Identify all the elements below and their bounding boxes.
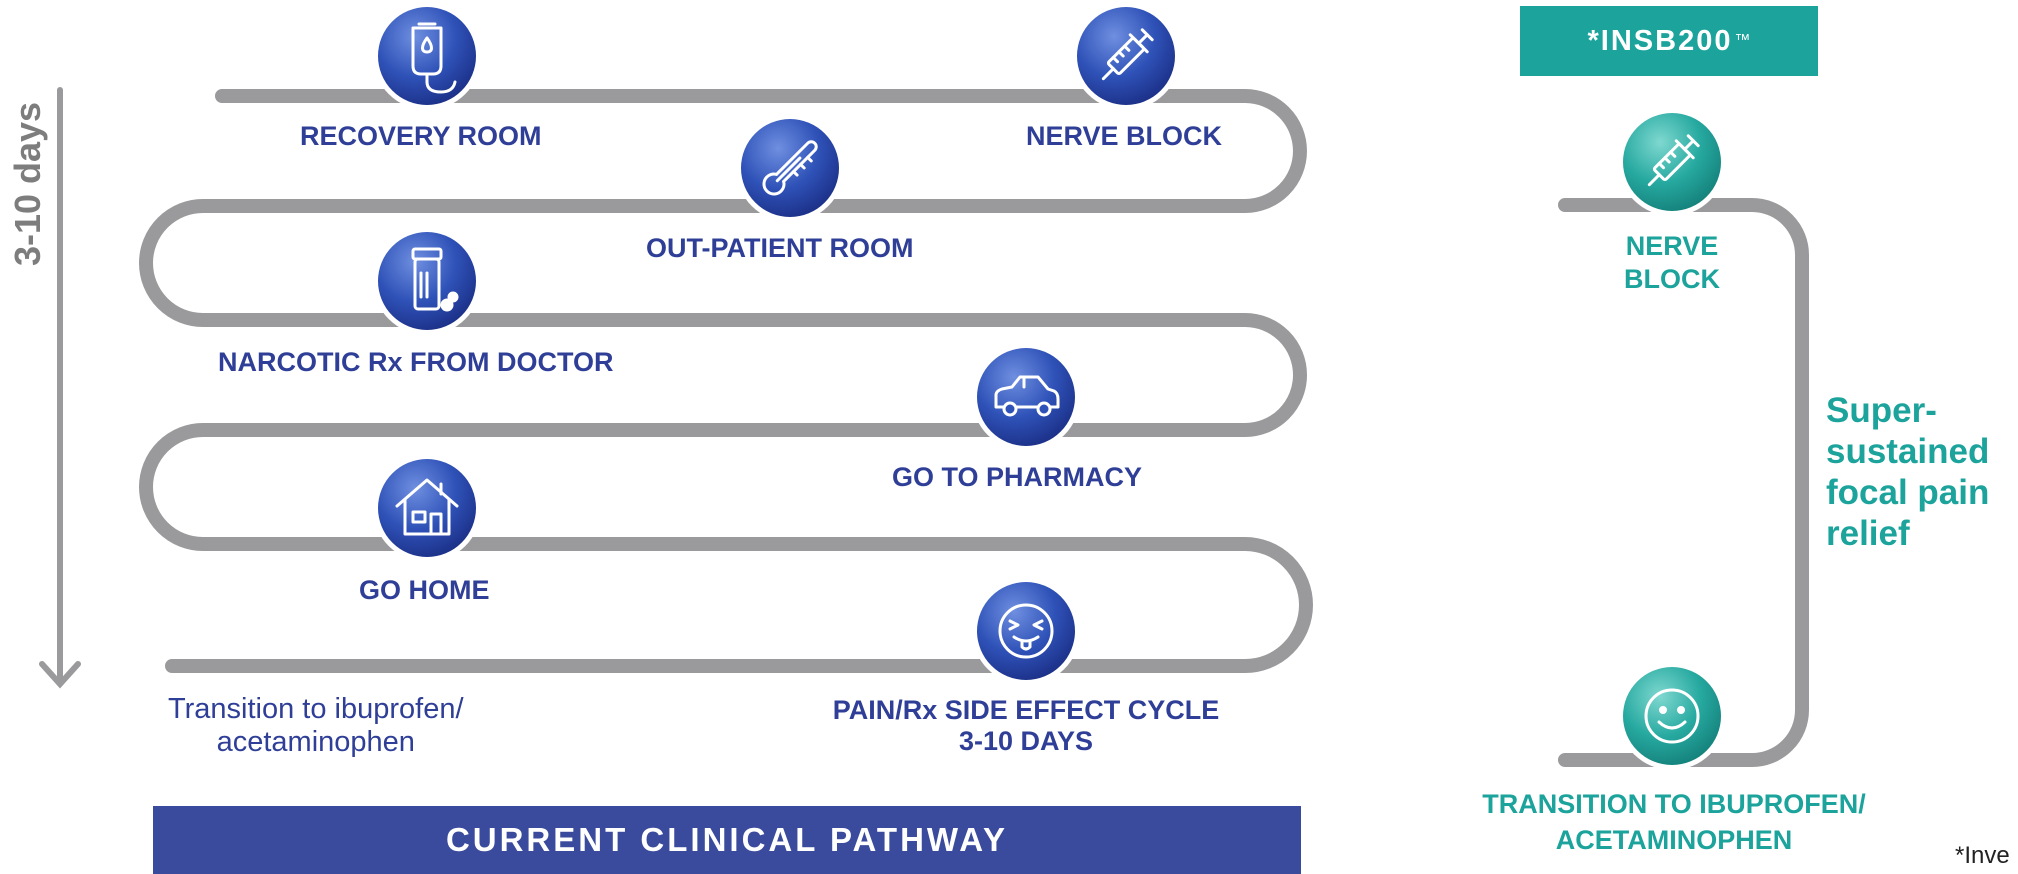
step-label-out-patient-room: OUT-PATIENT ROOM xyxy=(646,233,914,263)
insb-transition-line2: ACETAMINOPHEN xyxy=(1555,825,1793,855)
insb-nerve-line1: NERVE xyxy=(1625,231,1719,261)
insb200-title: *INSB200 xyxy=(1587,24,1733,57)
current-pathway-line xyxy=(139,89,1313,673)
dizzy-face-icon xyxy=(972,577,1080,685)
side-line4: relief xyxy=(1826,514,1910,553)
current-pathway-banner: CURRENT CLINICAL PATHWAY xyxy=(153,806,1301,874)
transition-current-line2: acetaminophen xyxy=(216,726,415,758)
step-label-nerve-block: NERVE BLOCK xyxy=(1026,121,1223,151)
step-label-go-to-pharmacy: GO TO PHARMACY xyxy=(892,462,1143,492)
insb-nerve-block-label: NERVE BLOCK xyxy=(1618,230,1726,296)
side-line3: focal pain xyxy=(1826,473,1990,512)
car-icon xyxy=(972,343,1080,451)
step-label-narcotic-rx: NARCOTIC Rx FROM DOCTOR xyxy=(218,347,614,377)
transition-label-current: Transition to ibuprofen/ acetaminophen xyxy=(168,693,464,759)
duration-axis-text: 3-10 days xyxy=(7,101,48,267)
thermometer-icon xyxy=(736,114,844,222)
insb-pathway-line xyxy=(1558,198,1809,767)
pill-bottle-icon xyxy=(373,227,481,335)
insb-transition-label: TRANSITION TO IBUPROFEN/ ACETAMINOPHEN xyxy=(1452,786,1896,858)
syringe-icon xyxy=(1072,2,1180,110)
step-label-recovery-room: RECOVERY ROOM xyxy=(300,121,542,151)
step-label-pain-cycle: PAIN/Rx SIDE EFFECT CYCLE 3-10 DAYS xyxy=(826,695,1226,757)
duration-axis-label: 3-10 days xyxy=(6,84,50,284)
pain-cycle-line1: PAIN/Rx SIDE EFFECT CYCLE xyxy=(832,695,1220,725)
smiley-face-icon xyxy=(1618,662,1726,770)
step-label-go-home: GO HOME xyxy=(359,575,490,605)
pain-cycle-line2: 3-10 DAYS xyxy=(958,726,1094,756)
side-line1: Super- xyxy=(1826,391,1937,430)
transition-current-line1: Transition to ibuprofen/ xyxy=(168,693,464,725)
iv-bag-icon xyxy=(373,2,481,110)
trademark-mark: ™ xyxy=(1734,32,1751,49)
time-arrow xyxy=(39,87,81,689)
insb-nerve-line2: BLOCK xyxy=(1624,264,1720,294)
insb-syringe-icon xyxy=(1618,108,1726,216)
insb-transition-line1: TRANSITION TO IBUPROFEN/ xyxy=(1482,789,1866,819)
footnote: *Inve xyxy=(1955,842,2010,869)
house-icon xyxy=(373,454,481,562)
side-line2: sustained xyxy=(1826,432,1990,471)
super-sustained-relief-label: Super- sustained focal pain relief xyxy=(1826,390,1989,554)
